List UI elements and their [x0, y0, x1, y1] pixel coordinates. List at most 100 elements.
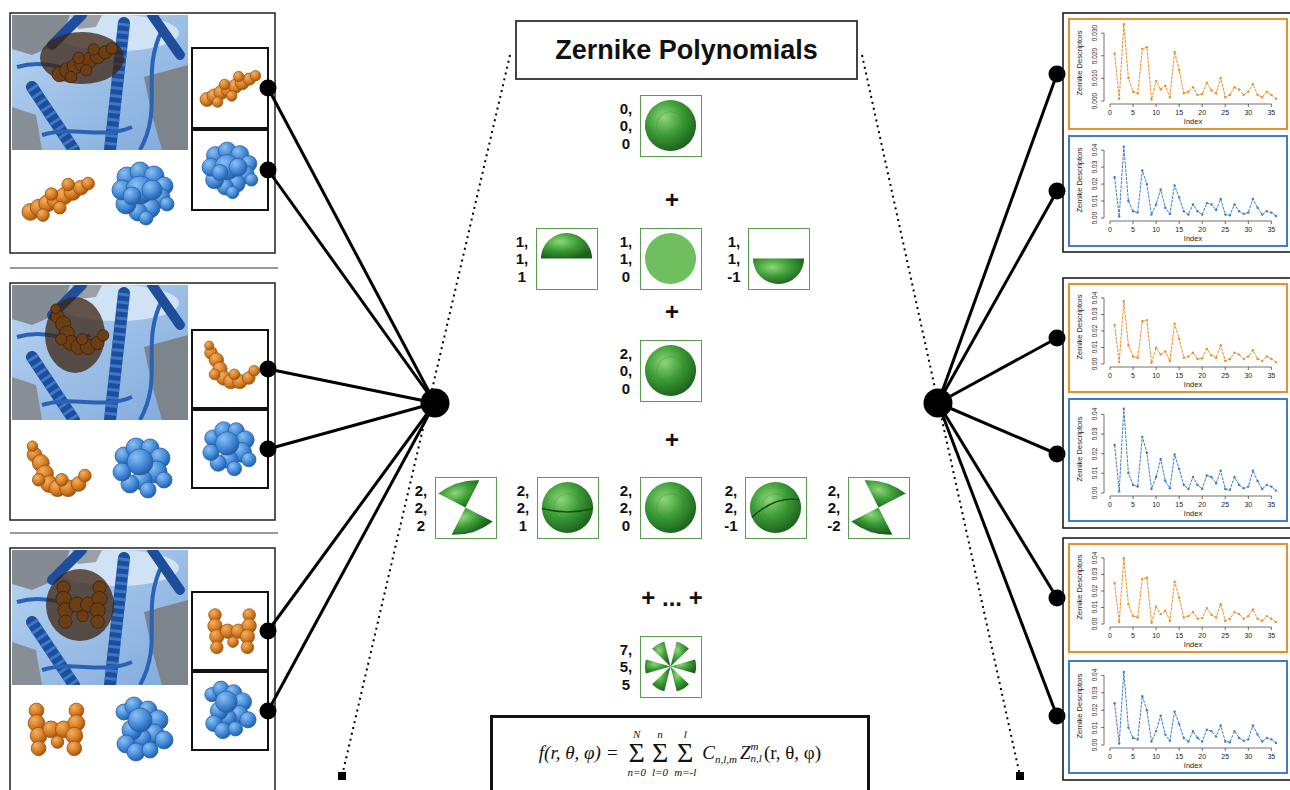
- half-sphere: [753, 259, 804, 285]
- protein-panel: [10, 548, 275, 790]
- tick-label: 0.01: [1092, 721, 1099, 734]
- tick-label: 0.020: [1092, 48, 1099, 64]
- polynomial-box: 2, 2, -2: [848, 477, 910, 539]
- data-point: [1243, 213, 1245, 215]
- data-point: [1224, 96, 1226, 98]
- data-point: [1132, 210, 1134, 212]
- formula-text: Z: [740, 742, 751, 764]
- axis-title: Zernike Descriptors: [1076, 673, 1084, 738]
- tick-label: 15: [1175, 372, 1183, 379]
- tick-label: 0.04: [1092, 669, 1099, 682]
- axis-title: Zernike Descriptors: [1076, 147, 1084, 212]
- axis-title: Zernike Descriptors: [1076, 416, 1084, 481]
- tick-label: 35: [1267, 501, 1275, 508]
- data-point: [1146, 46, 1148, 48]
- data-point: [1256, 480, 1258, 482]
- data-point: [1155, 730, 1157, 732]
- tick-label: 10: [1152, 753, 1160, 760]
- tick: [1156, 627, 1157, 630]
- data-point: [1178, 196, 1180, 198]
- data-point: [1206, 474, 1208, 476]
- data-point: [1261, 96, 1263, 98]
- sphere-glyph: [537, 229, 596, 288]
- data-point: [1210, 203, 1212, 205]
- data-point: [1127, 77, 1129, 79]
- data-point: [1164, 610, 1166, 612]
- tick: [1101, 710, 1104, 711]
- data-point: [1183, 92, 1185, 94]
- data-line: [1115, 409, 1276, 492]
- formula-text: f(r, θ, φ) =: [539, 742, 619, 764]
- tick: [1133, 221, 1134, 224]
- tick-label: 35: [1267, 372, 1275, 379]
- data-line: [1115, 301, 1276, 363]
- tick: [1101, 347, 1104, 348]
- sphere-glyph: [436, 478, 495, 537]
- tick: [1133, 627, 1134, 630]
- polynomial-box: 7, 5, 5: [640, 636, 702, 698]
- title-box: Zernike Polynomials: [515, 20, 858, 80]
- data-point: [1127, 726, 1129, 728]
- tick: [1101, 78, 1104, 79]
- tick: [1225, 627, 1226, 630]
- data-point: [1187, 91, 1189, 93]
- polynomial-box: 1, 1, 0: [640, 228, 702, 290]
- formula-text: N: [633, 728, 640, 740]
- graphic: [554, 494, 582, 522]
- tick-label: 35: [1267, 226, 1275, 233]
- tick: [1133, 748, 1134, 751]
- data-point: [1123, 146, 1125, 148]
- tick: [1133, 104, 1134, 107]
- tick-label: 30: [1244, 753, 1252, 760]
- data-point: [1160, 613, 1162, 615]
- data-point: [1224, 488, 1226, 490]
- tick-label: 20: [1198, 109, 1206, 116]
- data-point: [1210, 354, 1212, 356]
- data-point: [1173, 323, 1175, 325]
- tick-label: 25: [1221, 226, 1229, 233]
- tick-label: 0.01: [1092, 195, 1099, 208]
- data-point: [1132, 615, 1134, 617]
- tick: [1101, 218, 1104, 219]
- data-point: [1215, 482, 1217, 484]
- graphic: [657, 112, 685, 140]
- tick: [1101, 607, 1104, 608]
- data-point: [1229, 214, 1231, 216]
- data-point: [1192, 86, 1194, 88]
- tick: [1156, 748, 1157, 751]
- data-point: [1233, 203, 1235, 205]
- tick-label: 0: [1108, 753, 1112, 760]
- tick-label: 5: [1131, 501, 1135, 508]
- data-point: [1137, 485, 1139, 487]
- tick-label: 0: [1108, 501, 1112, 508]
- formula-text: m: [751, 741, 762, 753]
- graphic: [752, 499, 799, 517]
- tick: [1101, 473, 1104, 474]
- descriptor-plot: 0.0000.0100.0200.030Zernike Descriptors0…: [1068, 18, 1288, 130]
- data-point: [1137, 92, 1139, 94]
- axis-title: Index: [1184, 641, 1202, 649]
- tick-label: 0.02: [1092, 178, 1099, 191]
- tick-label: 25: [1221, 632, 1229, 639]
- tick: [1202, 627, 1203, 630]
- data-point: [1118, 621, 1120, 623]
- data-point: [1261, 488, 1263, 490]
- hub-lines: [261, 67, 1064, 723]
- tick-label: 15: [1175, 753, 1183, 760]
- data-point: [1123, 671, 1125, 673]
- tick: [1101, 184, 1104, 185]
- graphic: [657, 494, 685, 522]
- axis-title: Index: [1184, 118, 1202, 126]
- data-point: [1173, 51, 1175, 53]
- data-point: [1238, 613, 1240, 615]
- tick: [1225, 748, 1226, 751]
- data-point: [1169, 213, 1171, 215]
- data-point: [1173, 581, 1175, 583]
- data-point: [1150, 740, 1152, 742]
- tick-label: 0: [1108, 226, 1112, 233]
- data-point: [1275, 215, 1277, 217]
- polynomial-box: 2, 2, -1: [745, 477, 807, 539]
- data-point: [1210, 476, 1212, 478]
- x-axis: [1110, 104, 1271, 105]
- sphere: [645, 482, 696, 533]
